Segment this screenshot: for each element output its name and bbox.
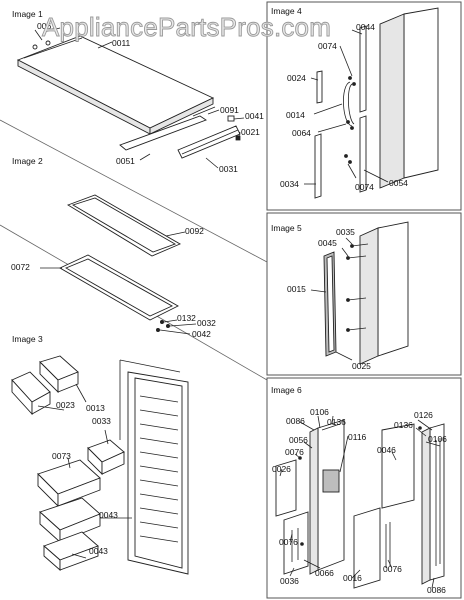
bin-0033 bbox=[87, 439, 125, 476]
label-0033: 0033 bbox=[92, 416, 111, 426]
dispenser-0116 bbox=[322, 469, 340, 493]
label-0036: 0036 bbox=[280, 576, 299, 586]
label-0044: 0044 bbox=[356, 22, 375, 32]
label-0073: 0073 bbox=[52, 451, 71, 461]
image6-group: Image 6 bbox=[271, 385, 447, 595]
label-0025: 0025 bbox=[352, 361, 371, 371]
label-0043-lower: 0043 bbox=[89, 546, 108, 556]
bin-0043-lower bbox=[43, 531, 99, 571]
trim-0051 bbox=[119, 115, 207, 151]
label-0136-left: 0136 bbox=[327, 417, 346, 427]
label-0076-right: 0076 bbox=[383, 564, 402, 574]
label-0072: 0072 bbox=[11, 262, 30, 272]
label-0106-left: 0106 bbox=[310, 407, 329, 417]
image1-group: Image 1 0061 0011 0091 0041 0021 0051 bbox=[12, 9, 264, 174]
label-0066: 0066 bbox=[315, 568, 334, 578]
label-0041: 0041 bbox=[245, 111, 264, 121]
label-0021: 0021 bbox=[241, 127, 260, 137]
fridge-door bbox=[377, 221, 409, 357]
label-0031: 0031 bbox=[219, 164, 238, 174]
image3-group: Image 3 bbox=[11, 334, 189, 575]
image6-title: Image 6 bbox=[271, 385, 302, 395]
label-0011: 0011 bbox=[112, 38, 131, 48]
label-0054: 0054 bbox=[389, 178, 408, 188]
panel-0046 bbox=[381, 423, 415, 509]
label-0024: 0024 bbox=[287, 73, 306, 83]
label-0013: 0013 bbox=[86, 403, 105, 413]
label-0091: 0091 bbox=[220, 105, 239, 115]
image2-group: Image 2 0092 0072 0132 0032 0042 bbox=[11, 156, 216, 339]
spacer-0074-top bbox=[348, 76, 352, 80]
image4-title: Image 4 bbox=[271, 6, 302, 16]
label-0136-right: 0136 bbox=[394, 420, 413, 430]
label-0014: 0014 bbox=[286, 110, 305, 120]
screw-0032 bbox=[165, 323, 170, 328]
label-0043-upper: 0043 bbox=[99, 510, 118, 520]
label-0106-right: 0106 bbox=[428, 434, 447, 444]
separator-1-2 bbox=[0, 119, 268, 263]
watermark: AppliancePartsPros.com bbox=[42, 12, 331, 42]
spacer-0074-bottom bbox=[344, 154, 348, 158]
trim-0034 bbox=[314, 133, 322, 199]
image1-title: Image 1 bbox=[12, 9, 43, 19]
image5-panel bbox=[266, 212, 462, 376]
label-0092: 0092 bbox=[185, 226, 204, 236]
image6-panel bbox=[266, 377, 462, 599]
handle-0014 bbox=[343, 81, 353, 127]
label-0086-top: 0086 bbox=[286, 416, 305, 426]
label-0076-top: 0076 bbox=[285, 447, 304, 457]
label-0032: 0032 bbox=[197, 318, 216, 328]
fridge-door-liner bbox=[429, 423, 445, 581]
label-0076-left: 0076 bbox=[279, 537, 298, 547]
label-0051: 0051 bbox=[116, 156, 135, 166]
label-0046: 0046 bbox=[377, 445, 396, 455]
trim-0024 bbox=[316, 70, 323, 104]
bin-0013 bbox=[39, 355, 79, 394]
panel-0026 bbox=[275, 459, 297, 517]
screw-0132 bbox=[159, 319, 164, 324]
bin-0073 bbox=[37, 459, 101, 508]
label-0132: 0132 bbox=[177, 313, 196, 323]
image3-title: Image 3 bbox=[12, 334, 43, 344]
label-0074-bottom: 0074 bbox=[355, 182, 374, 192]
image5-title: Image 5 bbox=[271, 223, 302, 233]
label-0026: 0026 bbox=[272, 464, 291, 474]
door-shelf-rails bbox=[139, 395, 179, 543]
label-0074-top: 0074 bbox=[318, 41, 337, 51]
bin-0023 bbox=[11, 371, 51, 416]
label-0015: 0015 bbox=[287, 284, 306, 294]
label-0056: 0056 bbox=[289, 435, 308, 445]
image5-group: Image 5 0035 0045 0015 0025 bbox=[271, 221, 409, 371]
trim-0044 bbox=[359, 25, 367, 113]
freezer-door-liner bbox=[317, 419, 345, 571]
label-0061: 0061 bbox=[37, 21, 56, 31]
label-0034: 0034 bbox=[280, 179, 299, 189]
door-panel bbox=[403, 7, 439, 179]
image4-panel bbox=[266, 1, 462, 211]
part-0041 bbox=[227, 115, 235, 122]
label-0126: 0126 bbox=[414, 410, 433, 420]
screw-0021 bbox=[235, 135, 241, 141]
label-0116: 0116 bbox=[348, 432, 367, 442]
shelf-side-edge bbox=[149, 97, 214, 135]
image4-group: Image 4 0044 0074 0024 0014 0064 003 bbox=[271, 6, 439, 199]
image2-title: Image 2 bbox=[12, 156, 43, 166]
clip-0061 bbox=[32, 44, 38, 50]
label-0064: 0064 bbox=[292, 128, 311, 138]
panel-0036 bbox=[283, 511, 309, 575]
label-0016: 0016 bbox=[343, 573, 362, 583]
spacer-0064 bbox=[346, 120, 350, 124]
panel-0016 bbox=[353, 507, 381, 589]
label-0045: 0045 bbox=[318, 238, 337, 248]
trim-0054 bbox=[359, 115, 367, 193]
screw-0042 bbox=[155, 327, 160, 332]
label-0042: 0042 bbox=[192, 329, 211, 339]
label-0023: 0023 bbox=[56, 400, 75, 410]
label-0086-bottom: 0086 bbox=[427, 585, 446, 595]
label-0035: 0035 bbox=[336, 227, 355, 237]
bin-0043-upper bbox=[39, 497, 101, 544]
